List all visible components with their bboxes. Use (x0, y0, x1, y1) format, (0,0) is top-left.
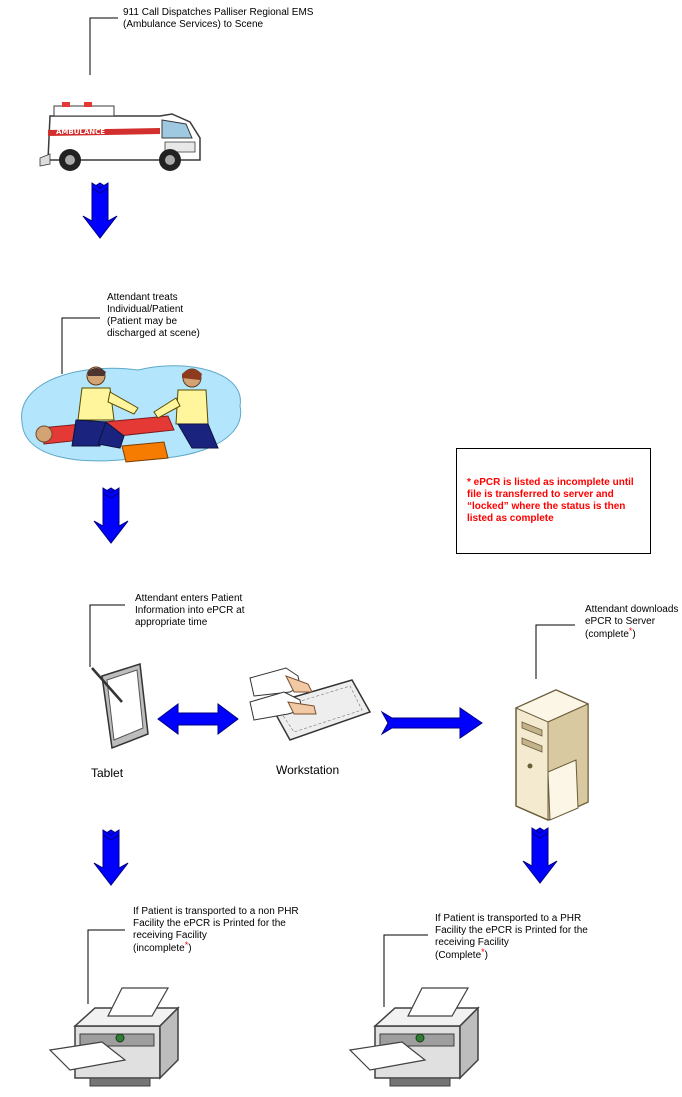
arrow-treat-to-enter (93, 487, 129, 544)
callout-download-text: Attendant downloads ePCR to Server (comp… (585, 604, 679, 640)
printer-non-phr-icon (49, 987, 179, 1087)
arrow-tablet-to-printer (93, 829, 129, 886)
callout-download-to-server: Attendant downloads ePCR to Server (comp… (585, 604, 678, 641)
workstation-label: Workstation (276, 763, 340, 777)
arrow-dispatch-to-treat (82, 182, 118, 239)
tablet-icon (91, 663, 149, 750)
note-text: * ePCR is listed as incomplete until fil… (467, 477, 634, 524)
asterisk-marker: * (481, 947, 485, 957)
callout-print-phr-text: If Patient is transported to a PHR Facil… (435, 913, 588, 961)
asterisk-marker: * (628, 626, 633, 636)
ambulance-icon: AMBULANCE (39, 102, 201, 171)
arrow-tablet-workstation-bidirectional (157, 703, 239, 735)
workstation-keyboard-icon (249, 667, 372, 741)
callout-enter-epcr: Attendant enters Patient Information int… (135, 593, 245, 628)
printer-phr-icon (349, 987, 479, 1087)
arrow-server-to-printer (522, 827, 558, 884)
callout-dispatch: 911 Call Dispatches Palliser Regional EM… (123, 7, 314, 30)
callout-leader-lines (61, 17, 575, 1007)
callout-attendant-treats: Attendant treats Individual/Patient (Pat… (107, 292, 200, 339)
paramedics-treating-patient-icon (21, 365, 242, 463)
server-icon (514, 689, 590, 821)
callout-print-phr: If Patient is transported to a PHR Facil… (435, 913, 588, 962)
callout-print-non-phr-suffix: ) (188, 943, 192, 954)
note-box: * ePCR is listed as incomplete until fil… (456, 448, 651, 554)
callout-print-non-phr: If Patient is transported to a non PHR F… (133, 906, 299, 955)
callout-print-phr-suffix: ) (484, 950, 488, 961)
asterisk-marker: * (184, 940, 189, 950)
ambulance-side-lettering: AMBULANCE (56, 128, 105, 136)
arrow-workstation-to-server (380, 707, 483, 739)
tablet-label: Tablet (91, 766, 124, 780)
callout-download-suffix: ) (632, 629, 636, 640)
callout-print-non-phr-text: If Patient is transported to a non PHR F… (133, 906, 299, 954)
